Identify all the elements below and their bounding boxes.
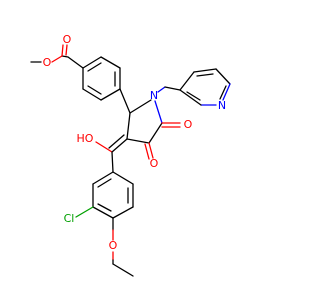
ethoxy-oxygen-label: O: [109, 239, 118, 252]
bond-carbonyl-2: [65, 44, 68, 56]
ring-double-bond: [87, 85, 102, 95]
pyridine-double-bond: [196, 73, 214, 77]
ester-ether-oxygen-label: O: [43, 56, 52, 69]
ring-bond: [112, 171, 134, 185]
structure-canvas: O O N N O O HO Cl O: [30, 33, 231, 277]
ring-bond: [100, 56, 121, 69]
bond-c5-c4: [148, 122, 163, 144]
pyridine-nitrogen-label: N: [218, 99, 226, 112]
bond-carbonyl-1: [61, 44, 64, 57]
bond-c2-n: [129, 99, 152, 114]
ring-double-bond: [97, 203, 112, 212]
bond-n-ch2: [157, 86, 166, 93]
bond-c3-exo: [111, 138, 128, 153]
ring-bond: [112, 206, 134, 219]
bond-c4-o-2: [144, 143, 150, 160]
bond-n-c5: [154, 100, 163, 124]
bond-exo-oh: [95, 141, 113, 153]
bond-ester-to-ring: [67, 56, 84, 69]
methyl-ester-group: [30, 44, 84, 69]
ketone-c5-oxygen-label: O: [184, 118, 193, 131]
bond-ethyl: [112, 263, 134, 277]
bond-ester-c: [61, 55, 69, 58]
bond-c3-c2: [126, 112, 131, 140]
ring-double-bond: [97, 178, 112, 188]
bond-ester-o-c: [51, 55, 63, 63]
bond-exo-ring: [111, 151, 114, 173]
pyridine-bond: [179, 71, 195, 91]
ring-bond: [82, 56, 102, 69]
bond-c-cl: [75, 206, 94, 218]
pyridine-bond-n: [222, 83, 231, 101]
pyridine-bond: [215, 68, 231, 85]
bond-ring-to-c2: [119, 88, 131, 114]
pyrrolone-ring: [126, 99, 181, 160]
bond-ch2-ring: [164, 86, 181, 91]
ring-bond: [100, 88, 121, 101]
pyridine-bond: [193, 68, 217, 73]
hydroxyl-label: HO: [77, 132, 94, 145]
bond-c4-o-1: [148, 142, 154, 159]
ring-double-bond: [87, 62, 102, 72]
ring-bond: [92, 206, 114, 219]
chlorine-label: Cl: [64, 212, 75, 225]
molecule-structure: O O N N O O HO Cl O: [30, 33, 231, 277]
ester-carbonyl-oxygen-label: O: [63, 33, 72, 46]
ring-nitrogen-label: N: [150, 89, 158, 102]
pyridine-double-bond: [219, 85, 227, 100]
benzoate-ring: [82, 56, 131, 114]
ring-bond: [92, 171, 114, 185]
hydroxybenzylidene: [95, 134, 128, 173]
ketone-c4-oxygen-label: O: [150, 157, 159, 170]
pyridine-double-bond: [186, 91, 201, 101]
ring-bond: [82, 88, 102, 101]
bond-c3-exo-double: [108, 134, 125, 149]
pyridine-bond: [179, 89, 202, 106]
chloroethoxyphenyl-ring: [75, 171, 134, 277]
pyridylmethyl-group: [157, 68, 231, 106]
bond-c4-c3: [126, 138, 150, 144]
